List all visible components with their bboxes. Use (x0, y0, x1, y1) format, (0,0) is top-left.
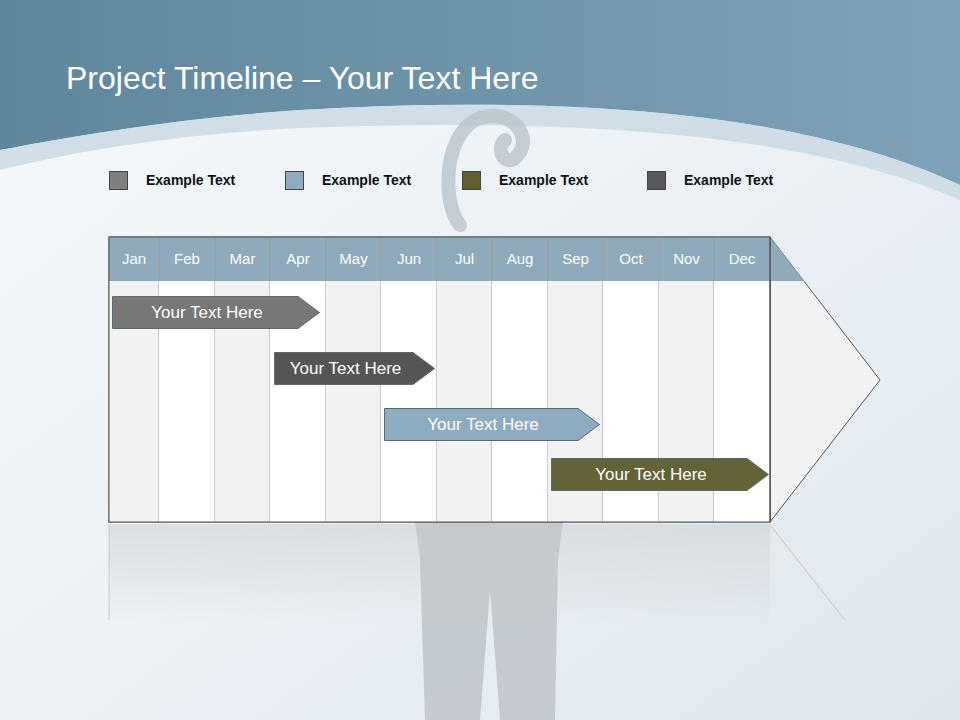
legend-swatch (109, 171, 128, 190)
slide-title: Project Timeline – Your Text Here (66, 60, 539, 97)
month-label: Dec (714, 237, 770, 281)
month-label: Sep (548, 237, 603, 281)
legend-text: Example Text (146, 172, 235, 188)
legend-text: Example Text (684, 172, 773, 188)
legend-swatch (285, 171, 304, 190)
month-column (381, 281, 437, 522)
legend-text: Example Text (322, 172, 411, 188)
month-label: Nov (659, 237, 714, 281)
timeline-bar: Your Text Here (274, 352, 435, 385)
month-column (492, 281, 548, 522)
bar-label: Your Text Here (274, 352, 413, 379)
timeline-bar: Your Text Here (551, 458, 769, 491)
bar-label: Your Text Here (551, 458, 747, 485)
month-label: Oct (603, 237, 659, 281)
month-label: Jan (109, 237, 159, 281)
month-label: May (326, 237, 381, 281)
month-column (326, 281, 381, 522)
bar-label: Your Text Here (384, 408, 578, 435)
grid-outline (109, 237, 770, 522)
month-label: Apr (270, 237, 326, 281)
timeline-bar: Your Text Here (384, 408, 600, 441)
month-label: Aug (492, 237, 548, 281)
legend-swatch (462, 171, 481, 190)
legend-text: Example Text (499, 172, 588, 188)
month-label: Jun (381, 237, 437, 281)
month-label: Jul (437, 237, 492, 281)
legend-swatch (647, 171, 666, 190)
month-column (437, 281, 492, 522)
month-label: Mar (215, 237, 270, 281)
timeline-bar: Your Text Here (112, 296, 320, 329)
bar-label: Your Text Here (112, 296, 298, 323)
month-label: Feb (159, 237, 215, 281)
